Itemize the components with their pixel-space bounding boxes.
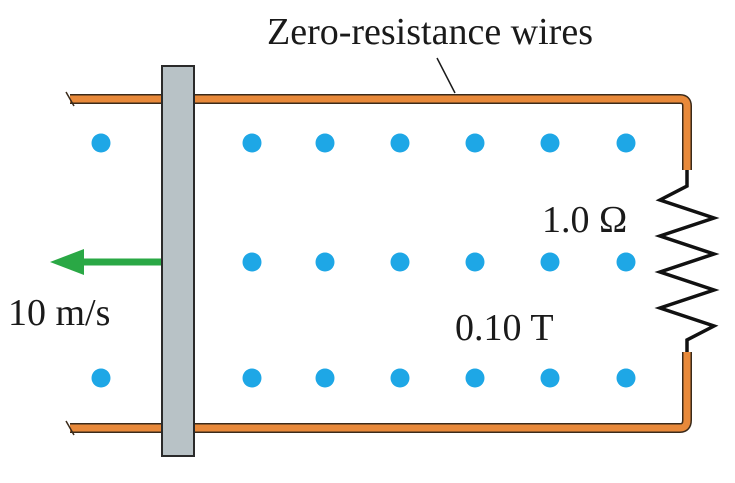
field-dot — [390, 133, 410, 153]
field-dot — [315, 252, 335, 272]
field-dot — [465, 252, 485, 272]
top-rail-wire-fill — [70, 95, 691, 170]
field-dot — [465, 133, 485, 153]
wires-label: Zero-resistance wires — [267, 11, 593, 53]
speed-label: 10 m/s — [8, 292, 110, 334]
bottom-rail-wire-fill — [70, 352, 691, 432]
top-rail-break — [65, 91, 75, 107]
field-dot — [390, 252, 410, 272]
field-dot — [465, 368, 485, 388]
field-dot — [91, 368, 111, 388]
left-arrow-icon — [50, 249, 165, 275]
field-dot — [390, 368, 410, 388]
field-dot — [616, 133, 636, 153]
field-dot — [242, 368, 262, 388]
field-dot — [242, 133, 262, 153]
field-dot — [540, 252, 560, 272]
field-dot — [315, 368, 335, 388]
magnetic-field-dots — [91, 133, 636, 388]
field-dot — [616, 368, 636, 388]
field-dot — [540, 368, 560, 388]
resistor-zigzag-icon — [654, 170, 720, 352]
resistance-label: 1.0 Ω — [542, 199, 627, 241]
field-strength-label: 0.10 T — [455, 307, 554, 349]
wire-label-leader — [436, 57, 456, 94]
field-dot — [315, 133, 335, 153]
bottom-rail-break — [65, 420, 75, 436]
field-dot — [540, 133, 560, 153]
field-dot — [242, 252, 262, 272]
field-dot — [91, 133, 111, 153]
sliding-rod — [161, 65, 195, 457]
field-dot — [616, 252, 636, 272]
